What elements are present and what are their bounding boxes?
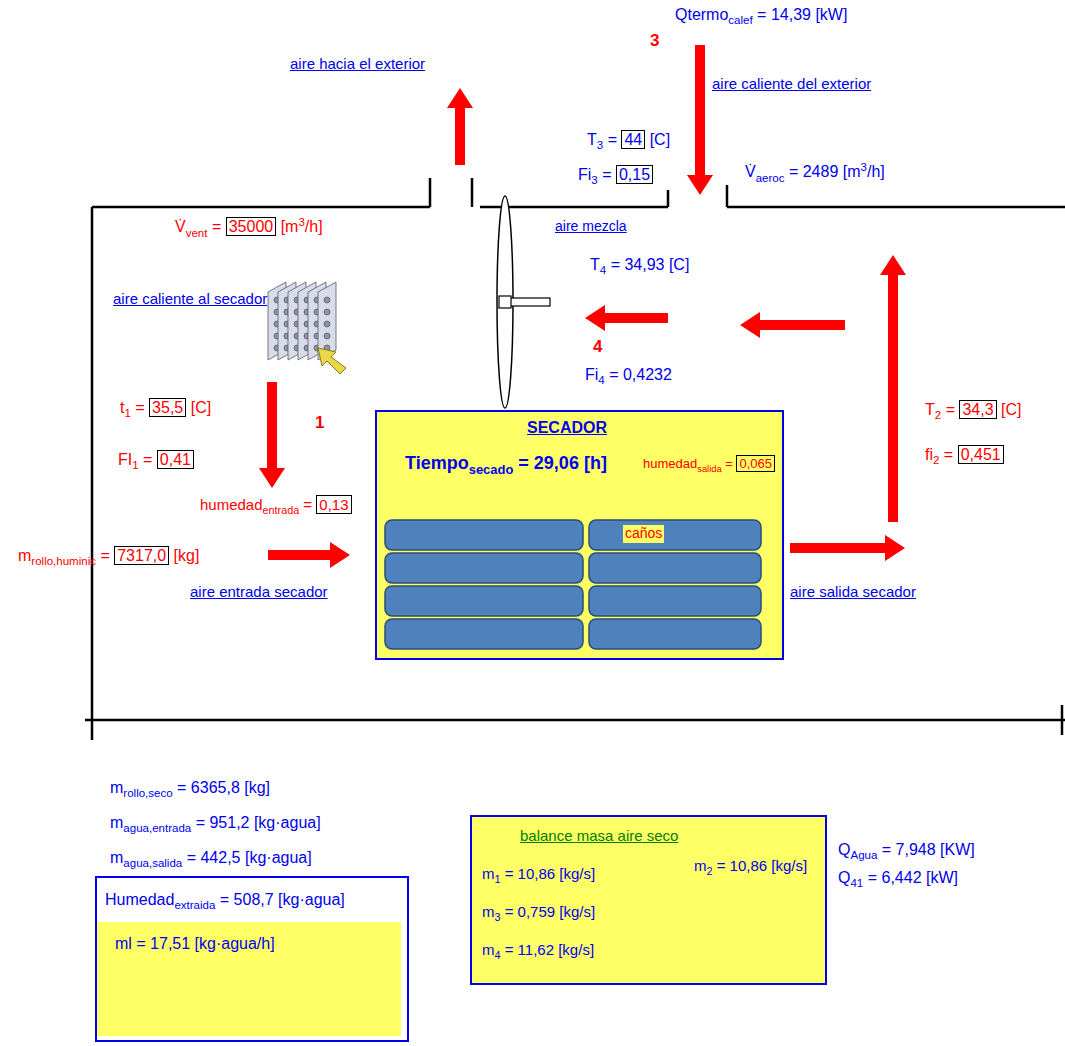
exchanger-tube	[324, 333, 330, 339]
flow-arrow	[259, 382, 285, 488]
state-value: Fi3 = 0,15	[578, 165, 653, 188]
state-number: 1	[315, 412, 324, 433]
flow-arrow	[447, 88, 473, 165]
state-value: T3 = 44 [C]	[587, 130, 670, 153]
pipe	[589, 586, 761, 616]
flow-value: V̇vent = 35000 [m3/h]	[175, 215, 323, 240]
flow-caption: aire caliente al secador	[113, 290, 267, 309]
flow-caption: aire entrada secador	[190, 583, 328, 602]
flow-caption: aire hacia el exterior	[290, 55, 425, 74]
mass-value: magua,salida = 442,5 [kg·agua]	[110, 848, 312, 871]
heat-exchanger-arrow	[318, 348, 346, 374]
flow-arrow	[687, 45, 713, 195]
mass-value: mrollo,huminic = 7317,0 [kg]	[18, 546, 199, 569]
flow-arrow	[268, 542, 350, 568]
pipe	[589, 553, 761, 583]
box-title: SECADOR	[527, 418, 607, 438]
state-value: t1 = 35,5 [C]	[120, 398, 211, 421]
exhaust-duct	[429, 178, 432, 207]
roof-line	[727, 206, 1065, 209]
mass-flow: m4 = 11,62 [kg/s]	[482, 941, 594, 962]
mass-flow: m3 = 0,759 [kg/s]	[482, 903, 595, 924]
flow-caption: aire caliente del exterior	[712, 75, 871, 94]
pipe	[385, 520, 583, 550]
exchanger-tube	[324, 297, 330, 303]
state-value: T4 = 34,93 [C]	[590, 255, 689, 278]
moisture-value: humedadentrada = 0,13	[200, 496, 352, 517]
dryer-box: SECADOR Tiemposecado = 29,06 [h] humedadsa…	[375, 410, 784, 660]
state-value: FI1 = 0,41	[118, 450, 194, 473]
mass-flow: m1 = 10,86 [kg/s]	[482, 865, 595, 886]
wall-line	[91, 207, 94, 740]
rate-value: ml = 17,51 [kg·agua/h]	[115, 934, 275, 954]
pipe	[385, 619, 583, 649]
mass-value: mrollo,seco = 6365,8 [kg]	[110, 778, 270, 801]
intake-duct	[726, 185, 729, 207]
result-box: ml = 17,51 [kg·agua/h] Humedadextraida = …	[95, 876, 409, 1042]
pipe	[385, 586, 583, 616]
state-number: 3	[650, 30, 659, 51]
fan-blade	[497, 196, 513, 408]
flow-arrow	[585, 305, 668, 331]
pipe-bundle	[377, 412, 771, 658]
state-value: fi2 = 0,451	[925, 445, 1004, 468]
fan	[497, 196, 550, 408]
box-title: balance masa aire seco	[520, 827, 678, 846]
flow-caption: aire salida secador	[790, 583, 916, 602]
pipe-caption: caños	[623, 525, 664, 543]
mass-flow: m2 = 10,86 [kg/s]	[694, 857, 807, 878]
pipe	[589, 619, 761, 649]
heat-exchanger	[268, 282, 336, 360]
state-value: T2 = 34,3 [C]	[925, 400, 1021, 423]
exhaust-duct	[471, 178, 474, 207]
pipe	[385, 553, 583, 583]
exchanger-tube	[324, 309, 330, 315]
wall-line	[1061, 705, 1064, 735]
pipe	[589, 520, 761, 550]
building-outline	[85, 178, 1065, 740]
exchanger-tube	[324, 321, 330, 327]
flow-caption: aire mezcla	[555, 218, 627, 236]
flow-arrow	[790, 535, 905, 561]
flow-arrow	[740, 312, 845, 338]
flow-arrow	[880, 255, 906, 522]
flow-value: V̇aeroc = 2489 [m3/h]	[745, 160, 885, 185]
state-number: 4	[593, 336, 602, 357]
moisture-value: humedadsalida = 0,065	[643, 456, 775, 475]
time-value: Tiemposecado = 29,06 [h]	[405, 452, 607, 478]
heat-value: Qtermocalef = 14,39 [kW]	[675, 5, 847, 28]
mass-value: magua,entrada = 951,2 [kg·agua]	[110, 813, 321, 836]
state-value: Fi4 = 0,4232	[585, 365, 672, 388]
balance-box: balance masa aire seco m1 = 10,86 [kg/s] m…	[470, 815, 827, 985]
roof-line	[92, 206, 430, 209]
fan-hub	[499, 296, 511, 308]
fan-shaft	[510, 298, 550, 306]
heat-value: Q41 = 6,442 [kW]	[838, 868, 958, 891]
heat-value: QAgua = 7,948 [KW]	[838, 840, 975, 863]
floor-line	[85, 719, 1065, 722]
intake-duct	[667, 190, 670, 207]
rate-box: ml = 17,51 [kg·agua/h]	[97, 922, 401, 1036]
result-value: Humedadextraida = 508,7 [kg·agua]	[105, 890, 345, 913]
